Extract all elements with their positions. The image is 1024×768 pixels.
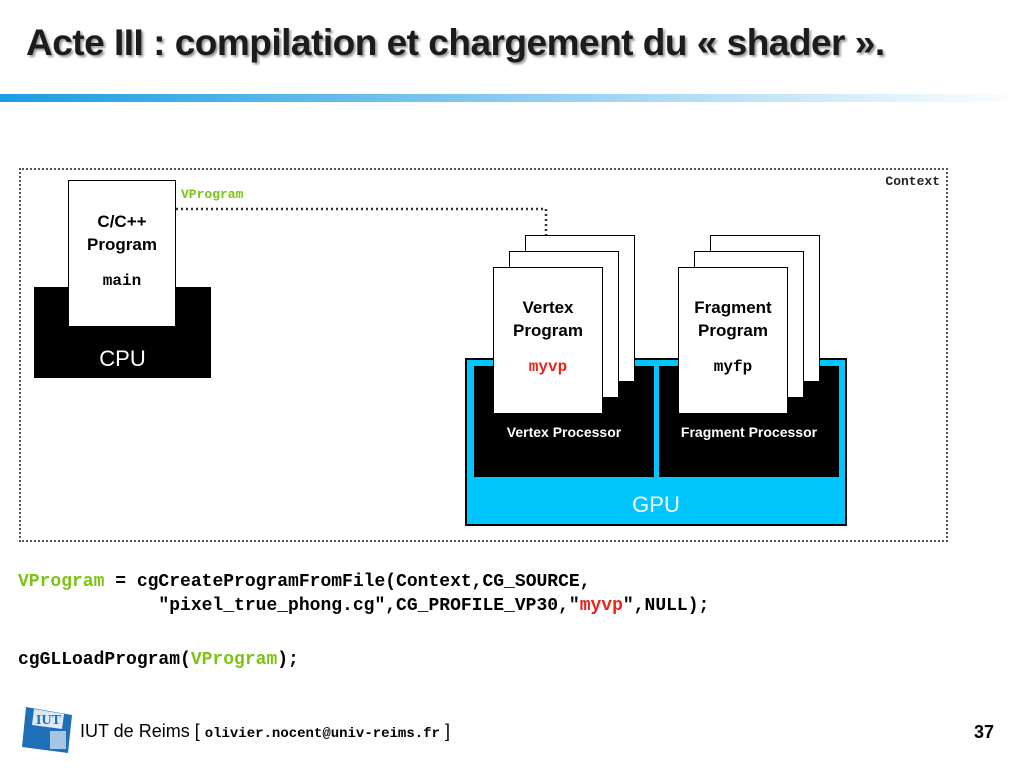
cpu-program-line2: Program (87, 235, 157, 254)
context-boundary (19, 168, 948, 542)
iut-logo-text: IUT (36, 713, 62, 728)
footer-credit: IUT de Reims [ olivier.nocent@univ-reims… (80, 721, 450, 742)
vprogram-label: VProgram (181, 187, 244, 202)
vertex-program-line1: Vertex (522, 298, 574, 317)
fragment-program-line1: Fragment (694, 298, 772, 317)
fragment-program-line2: Program (698, 321, 768, 340)
iut-logo: IUT (22, 707, 72, 753)
fragment-program-card: Fragment Program myfp (678, 267, 788, 414)
vertex-processor-label: Vertex Processor (506, 424, 622, 440)
code-line-2-post: ",NULL); (622, 596, 710, 616)
title-underline-bar (0, 94, 1024, 102)
cpu-label: CPU (99, 346, 146, 371)
cpu-program-entry: main (102, 272, 142, 290)
footer-email: olivier.nocent@univ-reims.fr (204, 726, 440, 742)
page-number: 37 (973, 722, 994, 742)
slide-title: Acte III : compilation et chargement du … (26, 22, 885, 63)
code-line-2-name: myvp (579, 596, 623, 616)
code-line-3: cgGLLoadProgram(VProgram); (18, 650, 299, 670)
code-line-1: VProgram = cgCreateProgramFromFile(Conte… (18, 572, 591, 592)
code-line-2-pre: "pixel_true_phong.cg",CG_PROFILE_VP30," (18, 596, 580, 616)
footer-org: IUT de Reims [ (80, 721, 205, 741)
fragment-program-name: myfp (713, 358, 753, 376)
vertex-program-card: Vertex Program myvp (493, 267, 603, 414)
code-line-3-post: ); (277, 650, 299, 670)
code-line-3-var: VProgram (190, 650, 278, 670)
footer-close: ] (439, 721, 450, 741)
vertex-program-name: myvp (528, 358, 568, 376)
context-label: Context (885, 174, 940, 189)
code-line-3-pre: cgGLLoadProgram( (18, 650, 191, 670)
cpu-program-line1: C/C++ (97, 212, 147, 231)
code-line-1-rest: = cgCreateProgramFromFile(Context,CG_SOU… (104, 572, 591, 592)
gpu-label: GPU (632, 492, 680, 517)
fragment-processor-label: Fragment Processor (680, 424, 818, 440)
cpu-program-card: C/C++ Program main (68, 180, 176, 327)
code-var-vprogram: VProgram (18, 572, 105, 592)
vertex-program-line2: Program (513, 321, 583, 340)
code-line-2: "pixel_true_phong.cg",CG_PROFILE_VP30,"m… (18, 596, 709, 616)
